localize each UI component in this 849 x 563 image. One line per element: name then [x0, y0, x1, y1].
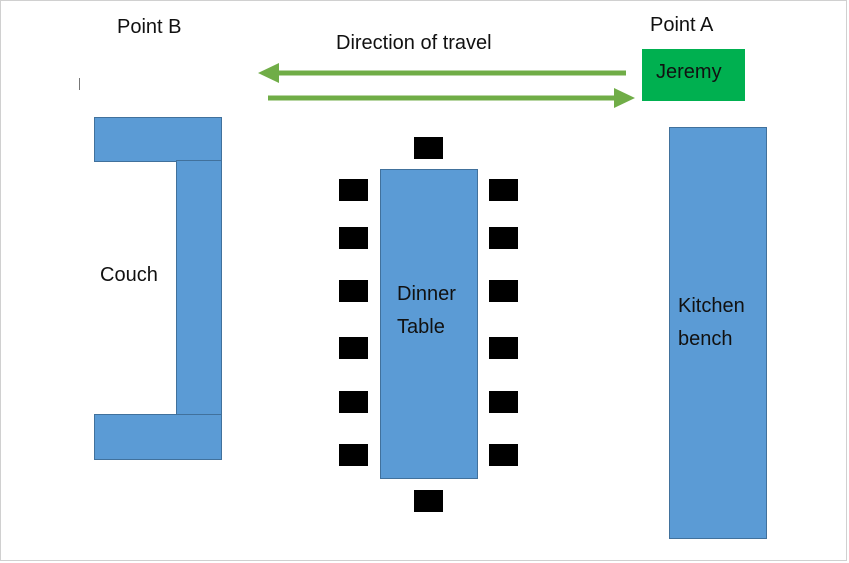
chair-head-bottom: [414, 490, 443, 512]
point-b-label: Point B: [117, 16, 182, 38]
text-cursor: [79, 78, 80, 90]
arrowhead-left: [258, 63, 279, 83]
direction-of-travel-label: Direction of travel: [336, 32, 492, 54]
kitchen-bench: [669, 127, 767, 539]
dinner-table: [380, 169, 478, 479]
couch-label: Couch: [100, 264, 158, 286]
chair-head-top: [414, 137, 443, 159]
chair-right-2: [489, 227, 518, 249]
chair-left-4: [339, 337, 368, 359]
dinner-table-label: Dinner Table: [397, 278, 456, 344]
chair-right-5: [489, 391, 518, 413]
chair-right-3: [489, 280, 518, 302]
jeremy-label: Jeremy: [656, 61, 722, 83]
kitchen-bench-label-line-1: Kitchen: [678, 295, 745, 317]
chair-right-1: [489, 179, 518, 201]
arrowhead-right: [614, 88, 635, 108]
chair-right-6: [489, 444, 518, 466]
chair-left-1: [339, 179, 368, 201]
chair-left-6: [339, 444, 368, 466]
kitchen-bench-label: Kitchen bench: [678, 290, 745, 356]
dinner-table-label-line-2: Table: [397, 316, 445, 338]
chair-left-3: [339, 280, 368, 302]
kitchen-bench-label-line-2: bench: [678, 328, 733, 350]
chair-left-2: [339, 227, 368, 249]
chair-right-4: [489, 337, 518, 359]
point-a-label: Point A: [650, 14, 714, 36]
jeremy-box: [642, 49, 745, 101]
chair-left-5: [339, 391, 368, 413]
dinner-table-label-line-1: Dinner: [397, 283, 456, 305]
couch-bottom-arm: [94, 414, 222, 460]
couch-back: [176, 160, 222, 416]
couch-top-arm: [94, 117, 222, 162]
